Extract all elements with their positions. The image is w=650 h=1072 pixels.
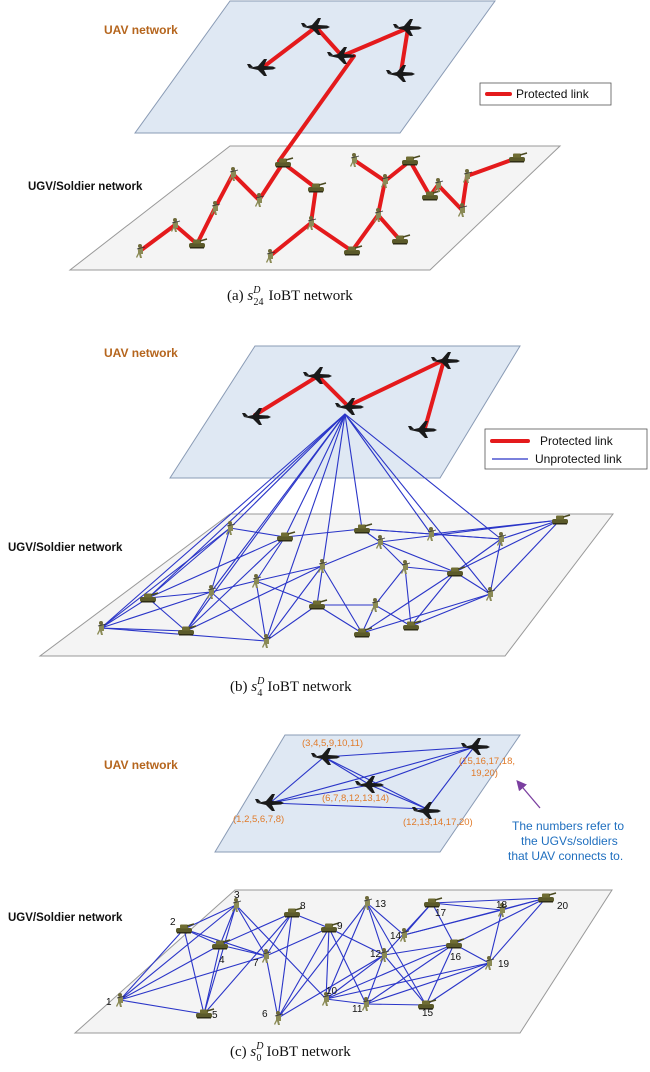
- node-number: 17: [435, 908, 447, 919]
- ugv-plane: [38, 513, 615, 657]
- uav-network-label: UAV network: [104, 23, 178, 37]
- node-number: 5: [212, 1010, 218, 1021]
- panel-a: UAV network UGV/Soldier network: [28, 0, 612, 308]
- node-number: 12: [370, 949, 382, 960]
- uav-set-label: (3,4,5,9,10,11): [302, 738, 363, 749]
- node-number: 20: [557, 901, 569, 912]
- node-number: 11: [352, 1004, 363, 1015]
- ugv-links: [119, 897, 547, 1019]
- arrow-icon: [516, 780, 541, 809]
- legend-unprotected-label: Unprotected link: [535, 452, 623, 466]
- uav-network-label: UAV network: [104, 346, 178, 360]
- node-number: 2: [170, 917, 176, 928]
- node-number: 7: [253, 958, 259, 969]
- ugv-network-label: UGV/Soldier network: [8, 542, 123, 554]
- protected-links: [253, 358, 446, 430]
- node-number: 15: [422, 1008, 434, 1019]
- node-number: 14: [390, 931, 402, 942]
- uav-set-label: (1,2,5,6,7,8): [233, 814, 284, 825]
- legend: Protected link: [479, 82, 612, 106]
- node-number: 13: [375, 899, 387, 910]
- node-number: 8: [300, 901, 306, 912]
- uav-set-label: (6,7,8,12,13,14): [322, 793, 389, 804]
- uav-plane: [134, 0, 496, 134]
- node-number: 1: [106, 997, 112, 1008]
- ugv-plane: [73, 889, 613, 1034]
- ugv-network-label: UGV/Soldier network: [28, 181, 143, 193]
- node-number: 9: [337, 921, 343, 932]
- legend-protected-label: Protected link: [540, 434, 614, 448]
- unprotected-links: [100, 413, 561, 642]
- node-number: 16: [450, 952, 462, 963]
- node-number: 4: [219, 955, 225, 966]
- node-number: 3: [234, 890, 240, 901]
- note-line: that UAV connects to.: [508, 849, 623, 863]
- ugv-network-label: UGV/Soldier network: [8, 912, 123, 924]
- legend-protected-label: Protected link: [516, 87, 590, 101]
- panel-b: UAV network UGV/Soldier network: [8, 345, 648, 699]
- node-numbers: 1 2 3 4 5 6 7 8 9 10 11 12 13 14 15 16 1…: [106, 890, 569, 1021]
- uav-set-label: (15,16,17,18,: [459, 756, 515, 767]
- node-number: 10: [326, 986, 338, 997]
- node-number: 6: [262, 1009, 268, 1020]
- uav-links: [269, 746, 475, 810]
- uav-set-label: (12,13,14,17,20): [403, 817, 473, 828]
- panel-c: UAV network UGV/Soldier network (3,4,5,9…: [8, 734, 624, 1064]
- node-number: 19: [498, 959, 510, 970]
- uav-plane: [169, 345, 521, 479]
- node-number: 18: [496, 900, 508, 911]
- uav-set-label: 19,20): [471, 768, 498, 779]
- tank-icon: [175, 923, 195, 935]
- uav-network-label: UAV network: [104, 758, 178, 772]
- protected-links: [138, 25, 519, 258]
- legend: Protected link Unprotected link: [484, 428, 648, 470]
- uav-plane: [214, 734, 521, 853]
- note-line: the UGVs/soldiers: [521, 834, 618, 848]
- note-line: The numbers refer to: [512, 819, 624, 833]
